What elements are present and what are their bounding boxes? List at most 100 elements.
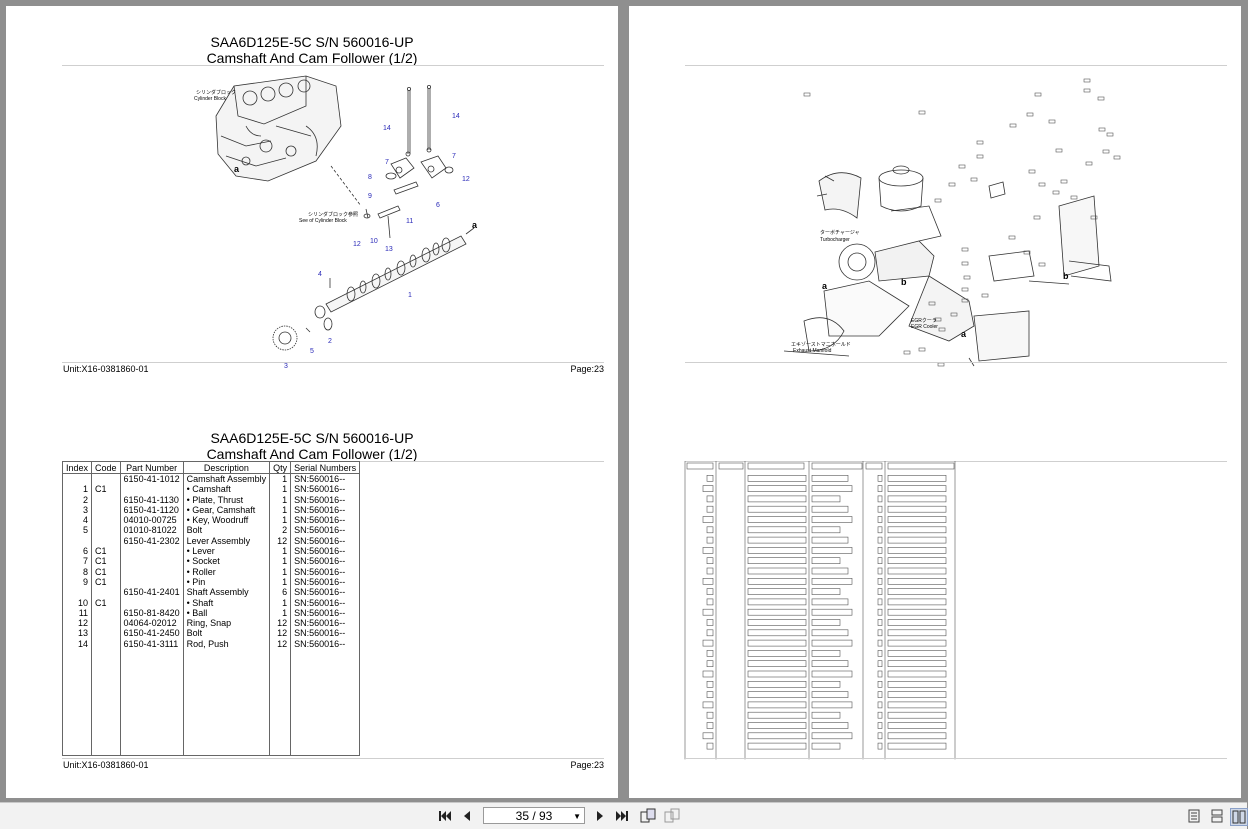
cell-qty: 1 [269,504,292,516]
first-page-icon [439,811,451,821]
continuous-view-button[interactable] [1209,808,1225,824]
callout-7b: 7 [452,153,456,160]
cell-index: 14 [61,638,93,650]
illegible-glyphs [887,462,955,470]
cell-code [91,473,121,485]
cell-code: C1 [91,597,121,608]
illegible-glyphs [877,598,883,606]
illegible-glyphs [877,495,883,503]
illegible-glyphs [877,701,883,709]
illegible-glyphs [747,670,807,678]
cell-serial-numbers: SN:560016-- [290,535,361,547]
illegible-glyphs [887,608,947,616]
callout-a-left: a [234,164,240,174]
illegible-glyphs [811,701,853,709]
cell-serial-numbers: SN:560016-- [290,618,361,629]
cell-serial-numbers: SN:560016-- [290,587,361,598]
cell-index: 9 [61,576,93,588]
illegible-glyphs [887,681,947,688]
illegible-glyphs [811,567,849,575]
cell-description: • Socket [182,556,271,567]
illegible-glyphs [747,711,807,719]
illegible-glyphs [747,650,807,657]
illegible-glyphs [877,670,883,678]
page-selector[interactable]: 35 / 93 ▼ [483,807,585,824]
illegible-glyphs [811,629,849,637]
cell-part-number: 6150-41-2401 [119,587,184,598]
illegible-glyphs [887,495,947,503]
cell-description: Ring, Snap [182,618,271,629]
callout-8: 8 [368,174,372,181]
illegible-glyphs [811,660,849,667]
illegible-glyphs [706,711,714,719]
illegible-glyphs [702,578,714,585]
cell-part-number: 6150-41-1012 [119,473,184,485]
illegible-glyphs [702,639,714,647]
cell-index [61,535,93,547]
rotate-view-button[interactable] [640,808,656,824]
cell-qty: 12 [269,535,292,547]
illegible-glyphs [706,475,714,482]
cylinder-block-label-jp: シリンダブロック [196,89,236,96]
previous-page-icon [464,811,470,821]
illegible-glyphs [706,598,714,606]
illegible-glyphs [747,742,807,750]
illegible-glyphs [811,670,853,678]
illegible-glyphs [811,547,853,554]
last-page-button[interactable] [614,808,630,824]
illegible-glyphs [811,711,841,719]
cell-index: 13 [61,628,93,639]
cell-code: C1 [91,556,121,567]
egr-cooler-label-jp: EGRクーラ [911,318,937,324]
cell-qty: 1 [269,473,292,485]
illegible-glyphs [747,567,807,575]
cell-index: 6 [61,546,93,557]
cell-description: • Plate, Thrust [182,494,271,505]
right-page: ターボチャージャ Turbocharger EGRクーラ EGR Cooler … [629,6,1241,798]
illegible-glyphs [706,681,714,688]
callout-7a: 7 [385,159,389,166]
cell-qty: 6 [269,587,292,598]
cell-code [91,628,121,639]
cell-part-number: 01010-81022 [119,525,184,536]
cell-code: C1 [91,576,121,588]
header-code: Code [91,461,121,474]
illegible-glyphs [811,691,849,698]
previous-page-button[interactable] [459,808,475,824]
illegible-glyphs [877,526,883,534]
illegible-glyphs [811,598,849,606]
cell-index: 2 [61,494,93,505]
illegible-glyphs [877,588,883,595]
copy-view-button[interactable] [664,808,680,824]
cell-qty: 12 [269,638,292,650]
single-page-icon [1188,809,1200,823]
cell-part-number [119,484,184,495]
callout-11: 11 [406,218,413,225]
illegible-glyphs [747,681,807,688]
illegible-glyphs [887,516,947,523]
illegible-glyphs [877,722,883,729]
two-page-view-button[interactable] [1230,808,1248,826]
illegible-glyphs [811,732,853,740]
table-title-line1: SAA6D125E-5C S/N 560016-UP [210,430,414,446]
cell-serial-numbers: SN:560016-- [290,607,361,619]
illegible-glyphs [887,485,947,492]
empty-cell [61,649,93,757]
single-page-view-button[interactable] [1186,808,1202,824]
table-page-number: Page:23 [570,760,604,770]
cell-description: Rod, Push [182,638,271,650]
illegible-glyphs [877,578,883,585]
first-page-button[interactable] [437,808,453,824]
cell-part-number: 04064-02012 [119,618,184,629]
cell-qty: 1 [269,597,292,608]
illegible-glyphs [706,495,714,503]
illegible-glyphs [887,505,947,513]
illegible-glyphs [702,608,714,616]
illegible-glyphs [887,547,947,554]
illegible-glyphs [811,536,849,544]
callout-b-2: b [1063,271,1069,281]
next-page-button[interactable] [592,808,608,824]
